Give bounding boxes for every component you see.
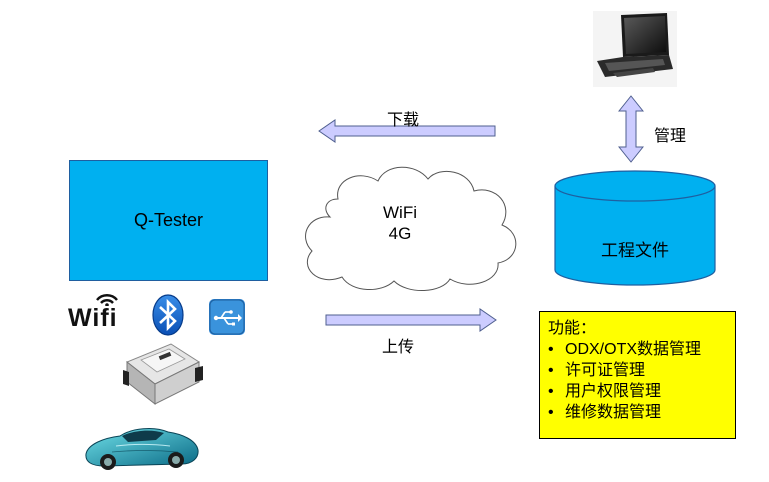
function-list: ODX/OTX数据管理 许可证管理 用户权限管理 维修数据管理	[548, 339, 735, 423]
database-cylinder	[554, 170, 716, 286]
manage-double-arrow	[618, 95, 644, 163]
usb-icon	[209, 299, 245, 335]
q-tester-box: Q-Tester	[69, 160, 268, 281]
function-title: 功能：	[548, 320, 597, 337]
upload-label: 上传	[382, 339, 415, 356]
cloud-label-line2: 4G	[388, 224, 412, 243]
function-item: 维修数据管理	[548, 402, 735, 423]
download-arrow	[318, 119, 496, 143]
cloud-label-line1: WiFi	[383, 203, 417, 222]
manage-label: 管理	[654, 128, 687, 145]
function-item: ODX/OTX数据管理	[548, 339, 735, 360]
database-label: 工程文件	[601, 241, 669, 260]
q-tester-label: Q-Tester	[133, 210, 203, 230]
vci-device-image	[123, 343, 203, 406]
wifi-logo-text: Wifi	[68, 304, 118, 332]
download-label: 下载	[387, 112, 420, 129]
upload-arrow	[325, 308, 497, 332]
function-list-box: 功能： ODX/OTX数据管理 许可证管理 用户权限管理 维修数据管理	[539, 311, 736, 439]
function-item: 用户权限管理	[548, 381, 735, 402]
wifi-signal-icon	[96, 294, 118, 306]
car-image	[85, 428, 199, 470]
laptop-image	[593, 11, 677, 87]
function-item: 许可证管理	[548, 360, 735, 381]
bluetooth-icon	[152, 294, 184, 336]
cloud-shape	[305, 166, 517, 292]
